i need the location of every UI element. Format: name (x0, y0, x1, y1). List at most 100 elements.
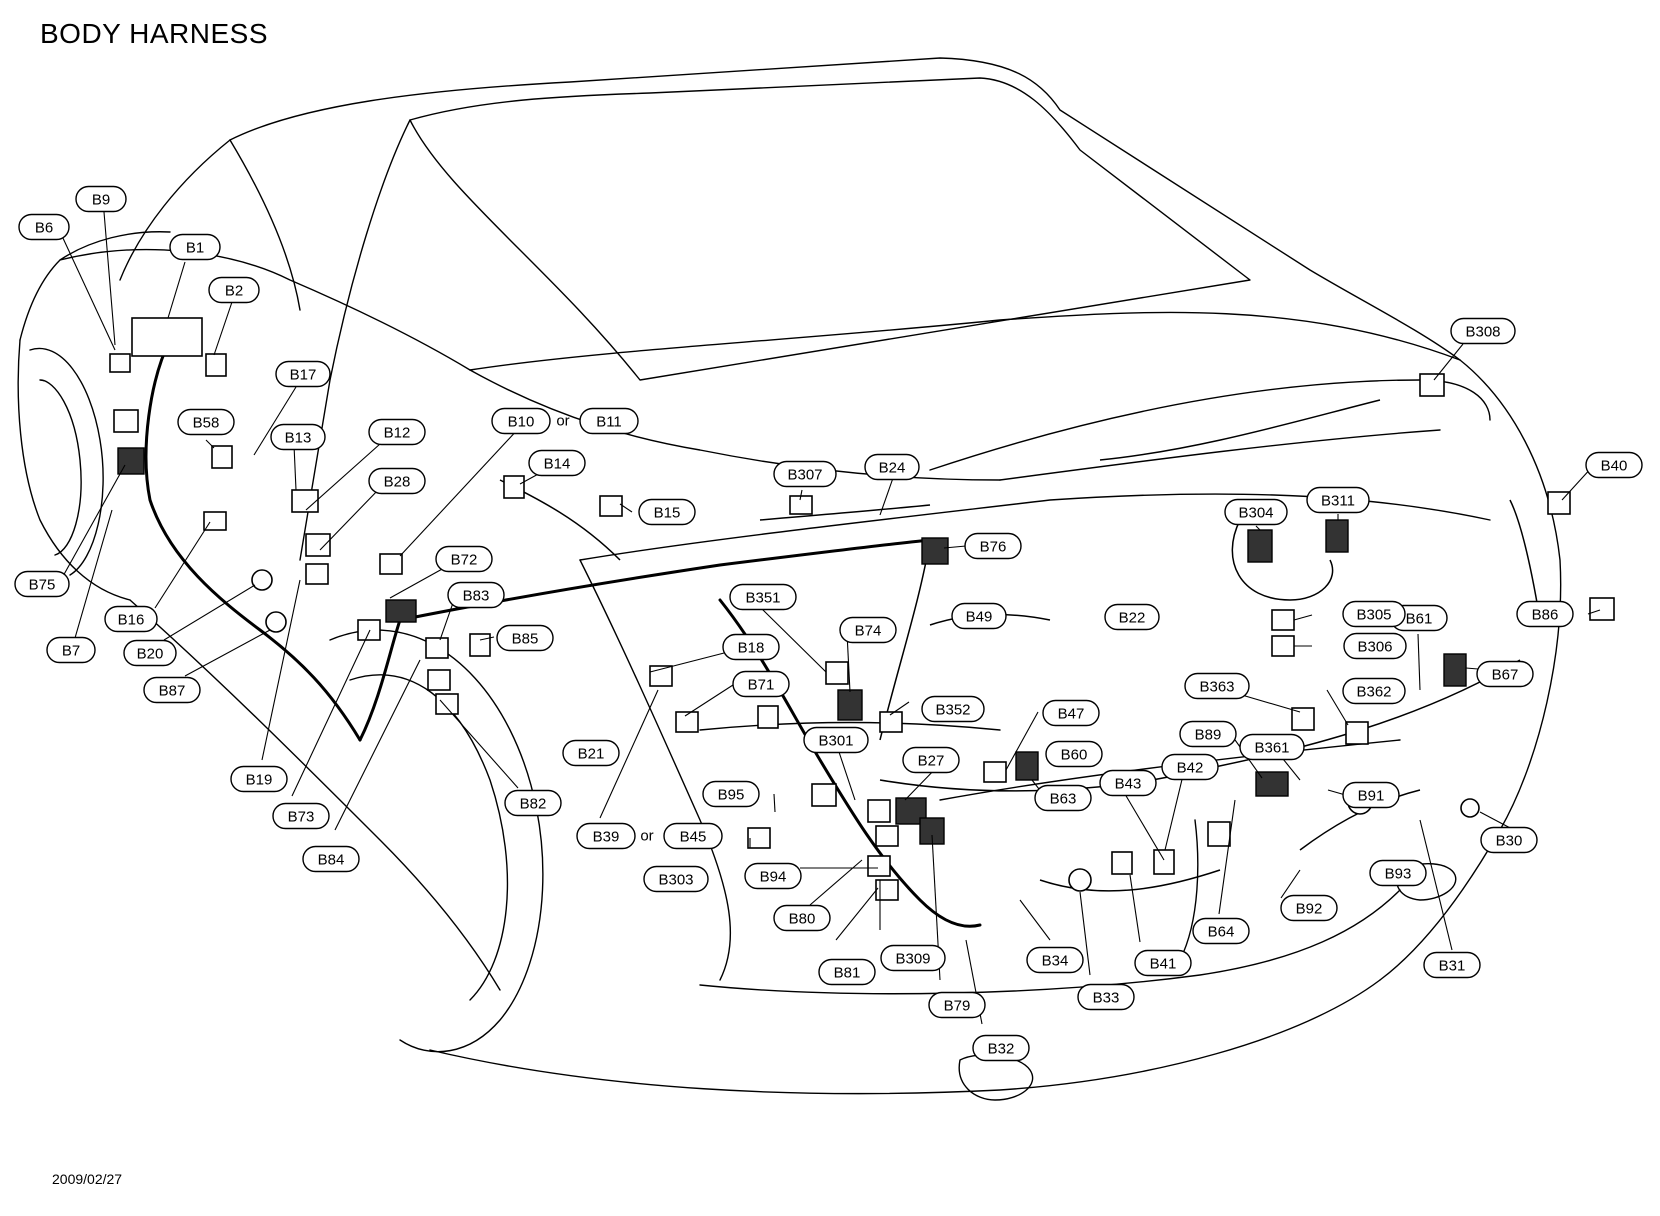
connector-icon (825, 661, 849, 685)
callout-bubble (839, 616, 897, 644)
connector-icon (921, 537, 949, 565)
callout-b21: B21 (562, 739, 620, 767)
connector-icon (811, 783, 837, 807)
callout-bubble (1585, 451, 1643, 479)
connector-icon (1589, 597, 1615, 621)
callout-label: B71 (748, 677, 775, 694)
connector-icon (1153, 849, 1175, 875)
callout-b74: B74 (839, 616, 897, 644)
callout-b64: B64 (1192, 917, 1250, 945)
callout-bubble (1480, 826, 1538, 854)
callout-b306: B306 (1343, 632, 1407, 660)
connector-icon (379, 553, 403, 575)
callout-bubble (447, 581, 505, 609)
callout-bubble (1104, 603, 1160, 631)
callout-b43: B43 (1099, 769, 1157, 797)
connector-icon (251, 569, 273, 591)
callout-b24: B24 (864, 453, 920, 481)
callout-bubble (1161, 753, 1219, 781)
callout-bubble (1179, 720, 1237, 748)
callout-bubble (921, 695, 985, 723)
connector-icon (203, 511, 227, 531)
callout-b86: B86 (1516, 600, 1574, 628)
callout-b18: B18 (722, 633, 780, 661)
connector-icon (1015, 751, 1039, 781)
callout-bubble (435, 545, 493, 573)
callout-label: B1 (186, 240, 204, 257)
callout-label: B89 (1195, 727, 1222, 744)
callout-label: B30 (1496, 833, 1523, 850)
callout-label: B22 (1119, 610, 1146, 627)
callout-bubble (272, 802, 330, 830)
callout-b22: B22 (1104, 603, 1160, 631)
callout-b31: B31 (1423, 951, 1481, 979)
callout-label: B86 (1532, 607, 1559, 624)
callout-label: B67 (1492, 667, 1519, 684)
connector-icon (211, 445, 233, 469)
callout-b305: B305 (1342, 600, 1406, 628)
callout-label: B18 (738, 640, 765, 657)
connector-icon (983, 761, 1007, 783)
callout-label: B21 (578, 746, 605, 763)
connector-icon (385, 599, 417, 623)
callout-b351: B351 (729, 583, 797, 611)
callout-b95: B95 (702, 780, 760, 808)
callout-label: B82 (520, 796, 547, 813)
callout-b1: B1 (169, 233, 221, 261)
car-body-outline (17, 57, 1562, 1101)
callout-label: B85 (512, 631, 539, 648)
callout-b352: B352 (921, 695, 985, 723)
callout-b30: B30 (1480, 826, 1538, 854)
callout-b85: B85 (496, 624, 554, 652)
callout-b361: B361 (1239, 733, 1305, 761)
callout-b6: B6 (18, 213, 70, 241)
connector-icon (265, 611, 287, 633)
connector-icon (789, 495, 813, 515)
callout-label: B83 (463, 588, 490, 605)
callout-bubble (1476, 660, 1534, 688)
callout-label: B304 (1238, 505, 1273, 522)
diagram-date: 2009/02/27 (52, 1171, 123, 1187)
callout-b71: B71 (732, 670, 790, 698)
callout-label: B63 (1050, 791, 1077, 808)
connector-icon (675, 711, 699, 733)
callout-b82: B82 (504, 789, 562, 817)
callout-label: B41 (1150, 956, 1177, 973)
callout-label: B27 (918, 753, 945, 770)
callout-bubble (302, 845, 360, 873)
callout-label: B74 (855, 623, 882, 640)
callout-bubble (702, 780, 760, 808)
connector-icon (305, 533, 331, 557)
connector-icon (1291, 707, 1315, 731)
callout-label: B31 (1439, 958, 1466, 975)
connectors (109, 317, 1615, 901)
callout-bubble (368, 418, 426, 446)
callout-bubble (972, 1034, 1030, 1062)
callout-label: B352 (935, 702, 970, 719)
callout-b311: B311 (1306, 486, 1370, 514)
callout-bubble (46, 636, 96, 664)
callout-b16: B16 (104, 605, 158, 633)
callout-b49: B49 (951, 602, 1007, 630)
connector-icon (469, 633, 491, 657)
callout-label: B73 (288, 809, 315, 826)
callout-bubble (169, 233, 221, 261)
callout-b304: B304 (1224, 498, 1288, 526)
callout-bubble (123, 639, 177, 667)
callout-label: B6 (35, 220, 53, 237)
connector-icon (1460, 798, 1480, 818)
callout-b33: B33 (1077, 983, 1135, 1011)
callout-bubble (1369, 859, 1427, 887)
callout-label: B19 (246, 772, 273, 789)
callout-label: B42 (1177, 760, 1204, 777)
callout-bubble (104, 605, 158, 633)
callout-b32: B32 (972, 1034, 1030, 1062)
connector-icon (305, 563, 329, 585)
callout-label: B12 (384, 425, 411, 442)
callout-b76: B76 (964, 532, 1022, 560)
callout-bubble (638, 498, 696, 526)
callout-b9: B9 (75, 185, 127, 213)
connector-icon (599, 495, 623, 517)
callout-bubble (1026, 946, 1084, 974)
callout-bubble (1239, 733, 1305, 761)
